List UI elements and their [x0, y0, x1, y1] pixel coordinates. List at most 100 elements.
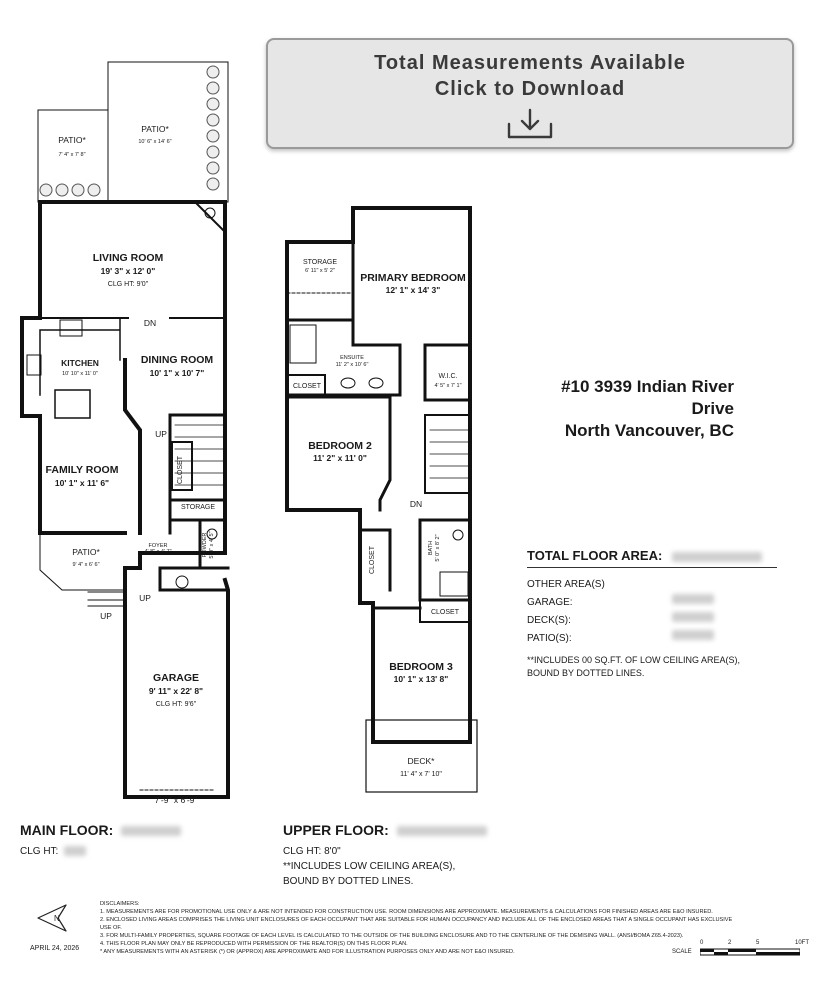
patio-area-row: PATIO(S): [527, 630, 777, 648]
patio-area-label: PATIO(S): [527, 633, 572, 644]
garage-door-size: 7'-9" x 6'-9" [155, 795, 198, 805]
upper-floor-title: UPPER FLOOR: [283, 823, 487, 838]
disclaimer-line: * ANY MEASUREMENTS WITH AN ASTERISK (*) … [100, 949, 515, 955]
upper-floor-note-line2: BOUND BY DOTTED LINES. [283, 876, 414, 887]
main-stairs [174, 424, 226, 486]
upper-closet3-label: CLOSET [431, 609, 460, 616]
download-subtitle: Click to Download [434, 78, 626, 100]
area-summary: TOTAL FLOOR AREA: OTHER AREA(S) GARAGE: … [527, 548, 777, 680]
redacted-value [672, 612, 714, 622]
upper-closet1-label: CLOSET [293, 383, 322, 390]
garage-label: GARAGE [153, 672, 199, 684]
powder-dims: 5' 0" x 4' 5" [209, 531, 215, 558]
total-floor-area: TOTAL FLOOR AREA: [527, 548, 777, 568]
patio-lower-outline [39, 532, 126, 591]
upper-stair-walls [424, 414, 471, 494]
fireplace [192, 201, 226, 235]
bedroom2-walls [285, 395, 392, 512]
address-line2: North Vancouver, BC [564, 421, 734, 440]
patio-small-dims: 7' 4" x 7' 8" [58, 152, 85, 158]
kitchen-counter [39, 317, 121, 419]
stove-icon [59, 319, 83, 337]
bath-label: BATH [428, 541, 434, 555]
deck-area-row: DECK(S): [527, 612, 777, 630]
upper-floor-title-text: UPPER FLOOR: [283, 822, 389, 838]
download-title: Total Measurements Available [374, 52, 686, 74]
garage-dims: 9' 11" x 22' 8" [149, 686, 203, 696]
bedroom2-label: BEDROOM 2 [308, 440, 372, 452]
front-steps [87, 591, 126, 607]
shower-icon [289, 324, 317, 364]
dining-room-label: DINING ROOM [141, 354, 214, 366]
disclaimer-line: 4. THIS FLOOR PLAN MAY ONLY BE REPRODUCE… [100, 941, 408, 947]
kitchen-dims: 10' 10" x 11' 0" [62, 371, 98, 377]
powder-label: POWDER [202, 533, 208, 558]
main-floor-clg: CLG HT: [20, 846, 87, 857]
living-room-clg: CLG HT: 9'0" [108, 281, 149, 288]
dining-room-dims: 10' 1" x 10' 7" [150, 368, 205, 378]
redacted-value [672, 630, 714, 640]
powder-room-walls [158, 518, 230, 592]
garage-area-label: GARAGE: [527, 597, 573, 608]
main-floor-title-text: MAIN FLOOR: [20, 822, 114, 838]
upper-closet2-label: CLOSET [369, 545, 376, 574]
deck-area-label: DECK(S): [527, 615, 571, 626]
disclaimers-title: DISCLAIMERS: [100, 901, 140, 907]
patio-big-label: PATIO* [141, 124, 169, 134]
disclaimer-line: 2. ENCLOSED LIVING AREAS COMPRISES THE L… [100, 917, 733, 931]
redacted-value [672, 594, 714, 604]
scale-tick-2: 2 [728, 940, 732, 946]
download-icon [507, 108, 553, 139]
fireplace-vent [204, 207, 216, 219]
bedroom2-dims: 11' 2" x 11' 0" [313, 453, 367, 463]
toilet-icon [206, 528, 218, 540]
ensuite-sink-1 [340, 377, 356, 389]
ensuite-label: ENSUITE [340, 355, 364, 361]
low-ceiling-note-line1: **INCLUDES 00 SQ.FT. OF LOW CEILING AREA… [527, 655, 741, 665]
hedge [39, 65, 220, 197]
upper-storage-label: STORAGE [303, 259, 337, 266]
other-areas-label: OTHER AREA(S) [527, 579, 605, 590]
north-letter: N [54, 914, 60, 923]
tub-icon [439, 571, 469, 597]
ensuite-sink-2 [368, 377, 384, 389]
primary-bedroom-dims: 12' 1" x 14' 3" [386, 285, 441, 295]
patio-lower-label: PATIO* [72, 547, 100, 557]
main-closet-label: CLOSET [177, 455, 184, 484]
garage-area-row: GARAGE: [527, 594, 777, 612]
deck-dims: 11' 4" x 7' 10" [400, 771, 442, 778]
low-ceiling-note: **INCLUDES 00 SQ.FT. OF LOW CEILING AREA… [527, 654, 777, 680]
up-mark-foyer: UP [139, 593, 151, 603]
foyer-dims: 4' 8" x 4' 7" [144, 549, 171, 555]
scale-label: SCALE [672, 949, 692, 955]
bedroom3-label: BEDROOM 3 [389, 661, 453, 673]
primary-bedroom-label: PRIMARY BEDROOM [360, 272, 466, 284]
main-closet-outline [171, 441, 193, 491]
low-ceiling-note-line2: BOUND BY DOTTED LINES. [527, 668, 645, 678]
upper-floor-exterior-wall [285, 206, 472, 744]
upper-stairs [429, 429, 471, 479]
dn-mark-main: DN [144, 318, 156, 328]
disclaimer-line: 3. FOR MULTI-FAMILY PROPERTIES, SQUARE F… [100, 933, 684, 939]
redacted-value [396, 826, 487, 837]
wic-label: W.I.C. [438, 373, 457, 380]
ensuite-walls [285, 240, 402, 397]
foyer-label: FOYER [149, 543, 168, 549]
main-floor-title: MAIN FLOOR: [20, 822, 182, 838]
main-floor-summary: MAIN FLOOR: CLG HT: [20, 822, 182, 859]
closet1-walls [286, 374, 326, 396]
patio-lower-dims: 9' 4" x 6' 6" [72, 562, 99, 568]
closet2-walls [358, 528, 392, 592]
download-measurements-button[interactable]: Total Measurements Available Click to Do… [266, 38, 794, 149]
redacted-value [121, 826, 182, 837]
scale-ruler [700, 948, 800, 956]
wic-walls [423, 343, 472, 402]
upper-storage-dims: 6' 11" x 5' 2" [305, 268, 335, 274]
disclaimers: DISCLAIMERS: 1. MEASUREMENTS ARE FOR PRO… [100, 900, 740, 956]
family-dining-wall [123, 358, 142, 535]
upper-floor-summary: UPPER FLOOR: CLG HT: 8'0" **INCLUDES LOW… [283, 823, 487, 889]
main-storage-label: STORAGE [181, 504, 215, 511]
deck-label: DECK* [408, 756, 436, 766]
up-mark-steps: UP [100, 611, 112, 621]
scale-tick-5: 5 [756, 940, 760, 946]
